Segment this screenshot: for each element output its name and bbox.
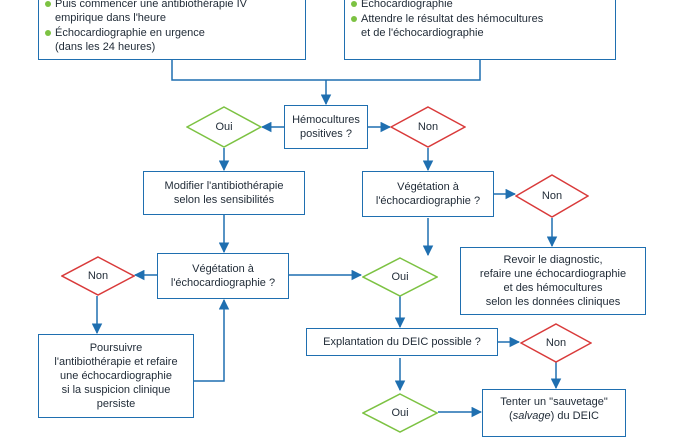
hemocultures-box: Hémocultures positives ? (284, 105, 368, 149)
modifier-line-2: selon les sensibilités (173, 194, 275, 206)
vegetation-box-left: Végétation à l'échocardiographie ? (157, 253, 289, 299)
oui-diamond-3: Oui (362, 393, 438, 433)
oui-label: Oui (215, 121, 233, 133)
top-right-item-2: Attendre le résultat des hémocultures et… (351, 12, 543, 40)
non-label: Non (417, 121, 439, 133)
top-left-item-1: Puis commencer une antibiothérapie IV em… (45, 0, 247, 25)
revoir-line-4: selon les données cliniques (485, 296, 621, 308)
poursuivre-line-3: une échocardiographie (60, 370, 172, 382)
modifier-box: Modifier l'antibiothérapie selon les sen… (143, 171, 305, 215)
non-diamond-1: Non (390, 106, 466, 148)
diamond-shape (520, 323, 592, 363)
top-right-box: Échocardiographie Attendre le résultat d… (344, 0, 616, 60)
diamond-shape (390, 106, 466, 148)
bullet-icon (45, 30, 51, 36)
hemocultures-line-1: Hémocultures (292, 114, 360, 126)
diamond-shape (61, 256, 135, 296)
non-label: Non (545, 337, 567, 349)
diamond-shape (186, 106, 262, 148)
top-left-box: Puis commencer une antibiothérapie IV em… (38, 0, 306, 60)
bullet-icon (351, 16, 357, 22)
bullet-icon (45, 1, 51, 7)
non-diamond-2: Non (515, 174, 589, 218)
revoir-box: Revoir le diagnostic, refaire une échoca… (460, 247, 646, 315)
poursuivre-line-4: si la suspicion clinique (61, 384, 171, 396)
revoir-line-2: refaire une échocardiographie (479, 268, 627, 280)
line-top-left-down (171, 60, 326, 81)
diamond-shape (515, 174, 589, 218)
oui-label: Oui (391, 407, 409, 419)
top-right-item-2-line-2: et de l'échocardiographie (361, 27, 484, 39)
sauvetage-line-1: Tenter un "sauvetage" (500, 396, 608, 408)
top-left-item-1-line-1: Puis commencer une antibiothérapie IV (55, 0, 247, 10)
oui-label: Oui (391, 271, 409, 283)
line-top-right-down (326, 60, 481, 81)
top-right-item-1: Échocardiographie (351, 0, 453, 11)
sauvetage-line-2: (salvage) du DEIC (509, 410, 599, 422)
poursuivre-line-1: Poursuivre (89, 342, 143, 354)
non-diamond-3: Non (61, 256, 135, 296)
non-label: Non (541, 190, 563, 202)
modifier-line-1: Modifier l'antibiothérapie (164, 180, 284, 192)
top-right-item-1-line-1: Échocardiographie (361, 0, 453, 10)
top-left-item-1-line-2: empirique dans l'heure (55, 12, 166, 24)
hemocultures-line-2: positives ? (300, 128, 352, 140)
revoir-line-1: Revoir le diagnostic, (503, 254, 603, 266)
diamond-shape (362, 257, 438, 297)
sauvetage-italic: salvage (512, 410, 551, 422)
top-left-item-2-line-2: (dans les 24 heures) (55, 41, 156, 53)
vegetation-right-line-1: Végétation à (397, 181, 459, 193)
oui-diamond-2: Oui (362, 257, 438, 297)
oui-diamond-1: Oui (186, 106, 262, 148)
vegetation-left-line-2: l'échocardiographie ? (170, 277, 276, 289)
top-left-item-2: Échocardiographie en urgence (dans les 2… (45, 26, 205, 54)
non-label: Non (87, 270, 109, 282)
sauvetage-after: du DEIC (554, 410, 599, 422)
bullet-icon (351, 1, 357, 7)
non-diamond-4: Non (520, 323, 592, 363)
vegetation-left-line-1: Végétation à (192, 263, 254, 275)
vegetation-right-line-2: l'échocardiographie ? (375, 195, 481, 207)
line-poursuivre-to-vegetation (194, 298, 230, 382)
explantation-text: Explantation du DEIC possible ? (323, 336, 481, 348)
top-left-item-2-line-1: Échocardiographie en urgence (55, 27, 205, 39)
top-right-item-2-line-1: Attendre le résultat des hémocultures (361, 13, 544, 25)
sauvetage-box: Tenter un "sauvetage" (salvage) du DEIC (482, 389, 626, 437)
vegetation-box-right: Végétation à l'échocardiographie ? (362, 171, 494, 217)
poursuivre-box: Poursuivre l'antibiothérapie et refaire … (38, 334, 194, 418)
poursuivre-line-5: persiste (96, 398, 136, 410)
explantation-box: Explantation du DEIC possible ? (306, 328, 498, 356)
revoir-line-3: et des hémocultures (503, 282, 603, 294)
poursuivre-line-2: l'antibiothérapie et refaire (54, 356, 178, 368)
